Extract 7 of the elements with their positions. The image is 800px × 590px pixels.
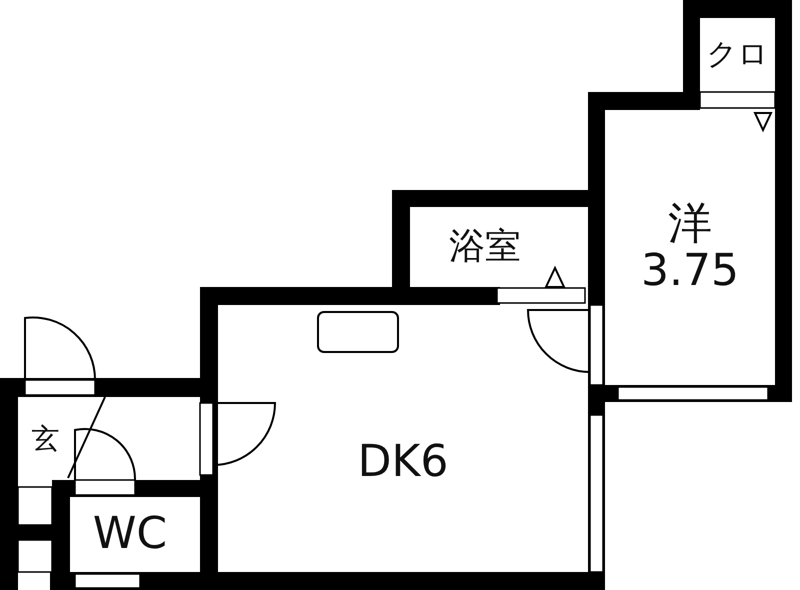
room-label: 玄 xyxy=(32,424,60,454)
closet-label: クロ xyxy=(706,39,768,71)
room-label: 洋 xyxy=(668,201,712,248)
room-label: DK6 xyxy=(358,438,448,486)
room-label: 3.75 xyxy=(641,248,739,294)
room-label: WC xyxy=(92,511,168,558)
room-label: 浴室 xyxy=(449,228,521,266)
